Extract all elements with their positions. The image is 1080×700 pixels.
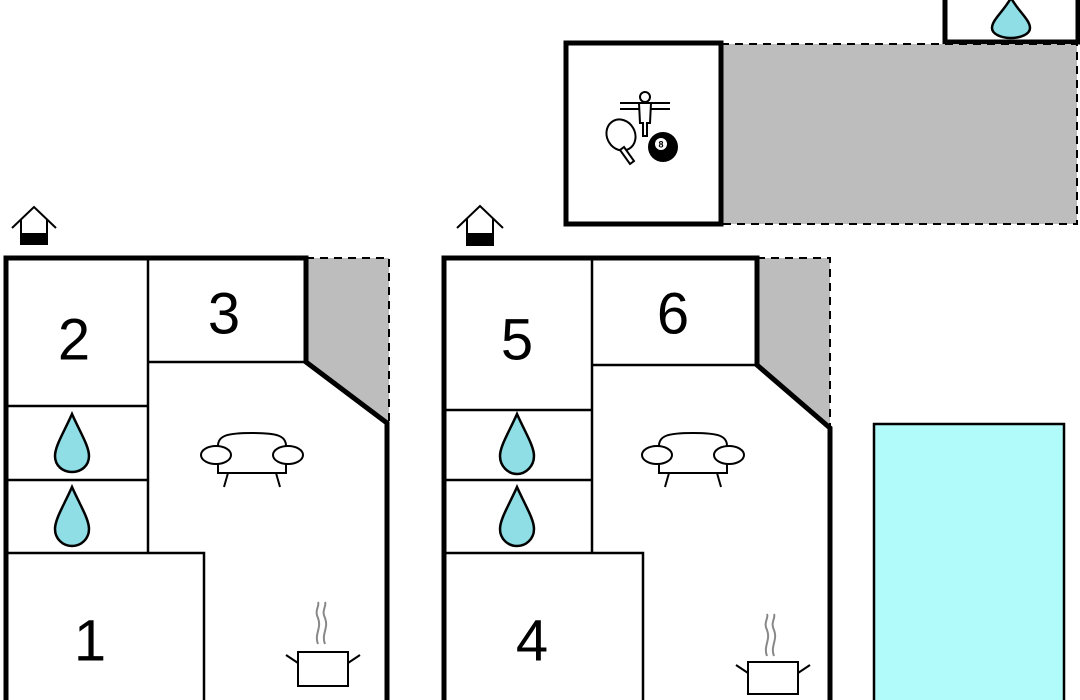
- top-bathroom-unit: [942, 0, 1080, 45]
- water-drop-icon: [498, 410, 536, 476]
- room-5-label: 5: [501, 307, 533, 372]
- water-drop-icon: [498, 483, 536, 548]
- sofa-icon: [641, 431, 745, 488]
- cooking-pot-icon: [735, 613, 811, 695]
- terrace-b: [756, 257, 831, 431]
- cooking-pot-icon: [285, 601, 361, 687]
- room-1-label: 1: [74, 608, 106, 673]
- unit-a: 2 3 1: [3, 205, 390, 700]
- water-drop-icon: [53, 410, 91, 474]
- room-2-label: 2: [58, 307, 90, 372]
- terrace-a: [305, 257, 390, 425]
- billiard-ball-icon: 8: [648, 132, 678, 162]
- water-drop-icon: [53, 483, 91, 548]
- table-tennis-paddle-icon: [605, 118, 637, 166]
- table-football-icon: [620, 91, 670, 137]
- games-room: 8: [563, 40, 724, 227]
- water-drop-icon: [990, 0, 1032, 40]
- room-3-label: 3: [208, 281, 240, 346]
- top-terrace: [720, 43, 1078, 225]
- room-6-label: 6: [657, 281, 689, 346]
- house-entrance-icon: [456, 204, 504, 246]
- room-4-label: 4: [516, 608, 548, 673]
- sofa-icon: [200, 431, 304, 488]
- billiard-ball-number: 8: [658, 139, 663, 149]
- swimming-pool: [872, 422, 1066, 700]
- unit-b: 5 6 4: [441, 204, 833, 700]
- house-entrance-icon: [11, 205, 57, 245]
